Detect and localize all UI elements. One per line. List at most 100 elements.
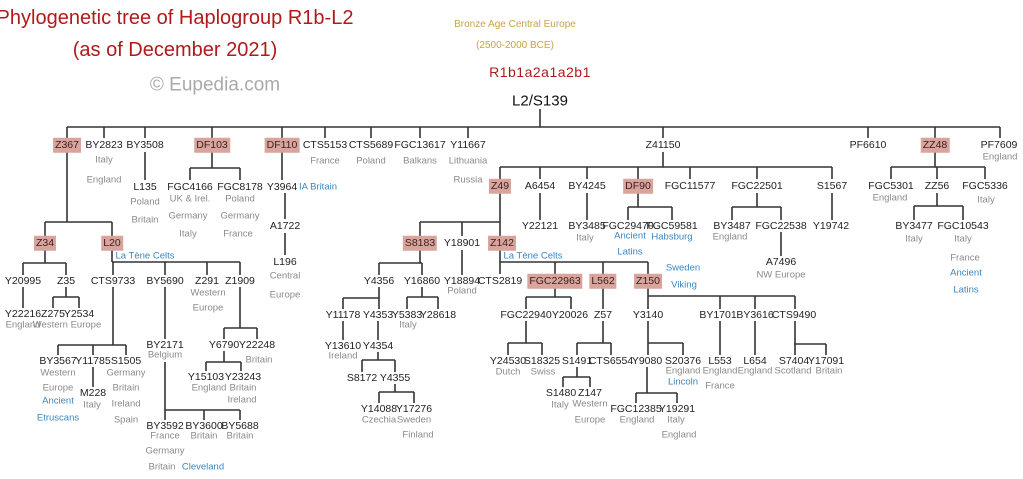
- snp-node-z291: Z291: [195, 274, 219, 287]
- snp-node-z142: Z142: [488, 235, 516, 251]
- region-label: Western: [572, 398, 608, 410]
- snp-node-y11178: Y11178: [325, 308, 361, 321]
- region-label: Poland: [356, 155, 386, 167]
- snp-node-y22248: Y22248: [238, 338, 276, 351]
- snp-node-l553: L553: [708, 354, 732, 367]
- snp-node-a6454: A6454: [524, 179, 556, 192]
- snp-node-y17091: Y17091: [807, 354, 845, 367]
- region-label: England: [712, 231, 748, 243]
- region-label: Britain: [229, 382, 257, 394]
- snp-node-y3964: Y3964: [266, 180, 298, 193]
- snp-node-y24530: Y24530: [489, 354, 527, 367]
- region-label: Europe: [574, 414, 606, 426]
- region-label: Scotland: [774, 365, 812, 377]
- snp-node-s20376: S20376: [664, 354, 702, 367]
- region-label: France: [150, 430, 180, 442]
- region-label: Europe: [192, 302, 224, 314]
- snp-node-fgc5301: FGC5301: [868, 179, 914, 192]
- title-line-1: Phylogenetic tree of Haplogroup R1b-L2: [0, 7, 354, 29]
- region-label: France: [705, 380, 735, 392]
- region-label: Britain: [815, 365, 843, 377]
- snp-node-df90: DF90: [623, 178, 653, 194]
- snp-node-s1505: S1505: [110, 354, 142, 367]
- snp-node-fgc5336: FGC5336: [962, 179, 1008, 192]
- culture-label: Latins: [953, 284, 979, 296]
- haplogroup-code: R1b1a2a1a2b1: [489, 64, 591, 80]
- culture-label: Cleveland: [181, 461, 225, 473]
- region-label: Swiss: [530, 366, 556, 378]
- region-label: Italy: [905, 233, 923, 245]
- culture-label: Etruscans: [36, 412, 80, 424]
- snp-node-y20026: Y20026: [551, 308, 589, 321]
- snp-node-by3567: BY3567: [39, 354, 77, 367]
- region-label: England: [702, 365, 738, 377]
- region-label: Britain: [226, 430, 254, 442]
- snp-node-by3592: BY3592: [146, 419, 184, 432]
- title-line-2: (as of December 2021): [72, 39, 278, 61]
- culture-label: Ancient: [614, 230, 646, 242]
- snp-node-y4355: Y4355: [379, 371, 411, 384]
- snp-node-cts5689: CTS5689: [348, 138, 394, 151]
- region-label: Britain: [245, 354, 273, 366]
- snp-node-y11785: Y11785: [75, 354, 111, 367]
- region-label: England: [661, 429, 697, 441]
- snp-node-y4356: Y4356: [363, 274, 395, 287]
- snp-node-l135: L135: [133, 180, 157, 193]
- region-label: Italy: [95, 154, 113, 166]
- snp-node-z367: Z367: [53, 137, 81, 153]
- region-label: Poland: [130, 196, 160, 208]
- region-label: England: [191, 382, 227, 394]
- snp-node-s8172: S8172: [346, 371, 378, 384]
- snp-node-y15103: Y15103: [187, 370, 225, 383]
- region-label: Europe: [269, 289, 301, 301]
- snp-node-y28618: Y28618: [419, 308, 457, 321]
- region-label: Belgium: [147, 349, 183, 361]
- snp-node-y20995: Y20995: [4, 274, 42, 287]
- region-label: Italy: [179, 228, 197, 240]
- snp-node-a7496: A7496: [765, 255, 797, 268]
- region-label: Central: [269, 270, 301, 282]
- snp-node-s1480: S1480: [545, 386, 577, 399]
- region-label: France: [950, 252, 980, 264]
- copyright: © Eupedia.com: [149, 74, 281, 96]
- snp-node-y14088: Y14088: [360, 402, 398, 415]
- culture-label: La Tène Celts: [503, 250, 563, 262]
- snp-node-y4354: Y4354: [362, 339, 394, 352]
- snp-node-by4245: BY4245: [568, 179, 606, 192]
- snp-node-y17276: Y17276: [395, 402, 433, 415]
- snp-node-y23243: Y23243: [224, 370, 262, 383]
- region-label: Spain: [113, 414, 139, 426]
- snp-node-fgc8178: FGC8178: [217, 180, 263, 193]
- region-label: Ireland: [227, 394, 257, 406]
- culture-label: La Tène Celts: [115, 250, 175, 262]
- region-label: Italy: [977, 194, 995, 206]
- snp-node-l20: L20: [101, 235, 123, 251]
- snp-node-s7404: S7404: [778, 354, 810, 367]
- snp-node-fgc22940: FGC22940: [500, 308, 552, 321]
- region-label: Poland: [447, 285, 477, 297]
- region-label: Britain: [190, 430, 218, 442]
- snp-node-by3485: BY3485: [568, 219, 606, 232]
- region-label: Italy: [667, 414, 685, 426]
- region-label: Ireland: [111, 398, 141, 410]
- snp-node-by3616: BY3616: [736, 308, 774, 321]
- region-label: Italy: [576, 232, 594, 244]
- region-label: England: [982, 151, 1018, 163]
- region-label: Germany: [168, 210, 208, 222]
- snp-node-s1491: S1491: [561, 354, 593, 367]
- region-label: England: [737, 365, 773, 377]
- snp-node-y5383: Y5383: [391, 308, 423, 321]
- snp-node-z150: Z150: [634, 273, 662, 289]
- region-label: Britain: [131, 214, 159, 226]
- snp-node-y18894: Y18894: [443, 274, 481, 287]
- culture-label: Lincoln: [667, 376, 699, 388]
- snp-node-cts9490: CTS9490: [771, 308, 817, 321]
- snp-node-m228: M228: [79, 386, 107, 399]
- snp-node-pf6610: PF6610: [849, 138, 887, 151]
- snp-node-y19742: Y19742: [812, 219, 850, 232]
- culture-label: IA Britain: [298, 181, 338, 193]
- snp-node-zz48: ZZ48: [920, 137, 950, 153]
- snp-node-y16860: Y16860: [403, 274, 441, 287]
